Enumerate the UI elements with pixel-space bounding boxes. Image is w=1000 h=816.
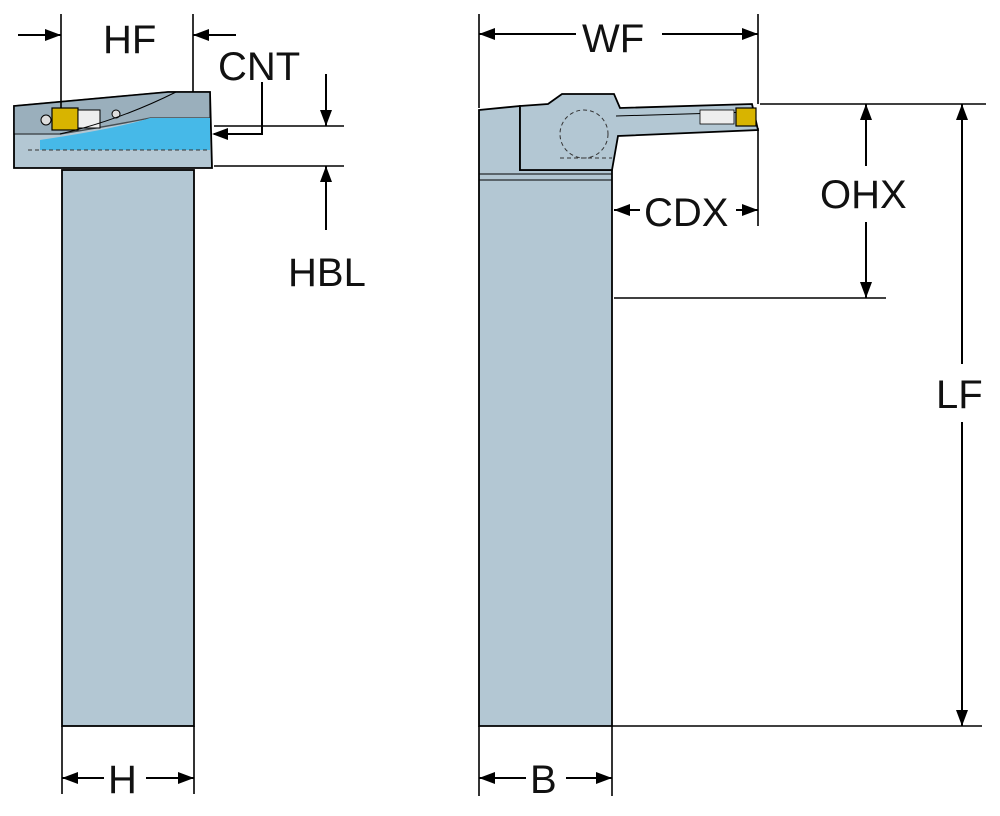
h-dimension: H [61,726,195,802]
b-dimension: B [478,726,613,802]
screw-hole [40,114,52,126]
cnt-label: CNT [218,45,300,89]
b-label: B [530,758,557,802]
lf-dimension: LF [612,104,983,727]
side-view [478,93,760,727]
cdx-label: CDX [644,191,728,235]
ohx-dimension: OHX [614,103,986,299]
front-shank [61,169,195,727]
hbl-label: HBL [288,251,366,295]
coolant-channel [40,118,210,150]
side-shank [478,105,613,727]
lf-label: LF [936,373,983,417]
front-view [13,91,213,727]
hf-dimension: HF [18,14,236,108]
side-clamp [699,109,735,125]
side-head [519,93,760,171]
cdx-dimension: CDX [614,128,759,235]
wf-label: WF [582,17,644,61]
cnt-dimension: CNT [212,45,300,140]
wf-dimension: WF [478,14,759,108]
ohx-label: OHX [820,173,907,217]
side-insert [735,107,757,127]
hbl-dimension: HBL [214,74,366,295]
insert [51,107,79,131]
insert-seat [77,109,101,129]
h-label: H [108,758,137,802]
hf-label: HF [103,18,156,62]
head-curve [59,91,177,135]
